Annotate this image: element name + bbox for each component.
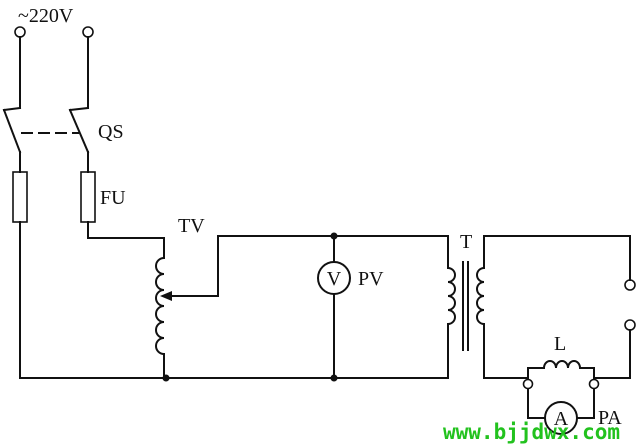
fuse-right [80, 171, 96, 223]
transformer-core [462, 261, 469, 351]
fuse-left [12, 171, 28, 223]
autotransformer-wiper [160, 235, 219, 301]
autotransformer-label: TV [178, 215, 205, 237]
inductor [527, 360, 595, 379]
right-feed-wire [68, 36, 165, 239]
output-terminals [624, 279, 636, 331]
supply-terminals [14, 26, 94, 38]
transformer-label: T [460, 231, 472, 253]
watermark-text: www.bjjdwx.com [443, 420, 620, 444]
voltmeter-label: PV [358, 268, 384, 290]
autotransformer-coil [155, 237, 166, 379]
ammeter-label: PA [598, 407, 622, 429]
voltmeter-symbol: V [327, 268, 342, 290]
inductor-label: L [554, 333, 566, 355]
switch-label: QS [98, 121, 124, 143]
ammeter-symbol: A [554, 408, 569, 430]
fuse-label: FU [100, 187, 126, 209]
voltmeter [317, 235, 351, 379]
left-feed-wire [2, 36, 22, 379]
transformer-primary [446, 235, 456, 379]
junction-dot [162, 374, 170, 382]
transformer-secondary [476, 235, 631, 379]
ammeter [522, 378, 600, 435]
supply-label: ~220V [18, 5, 74, 27]
